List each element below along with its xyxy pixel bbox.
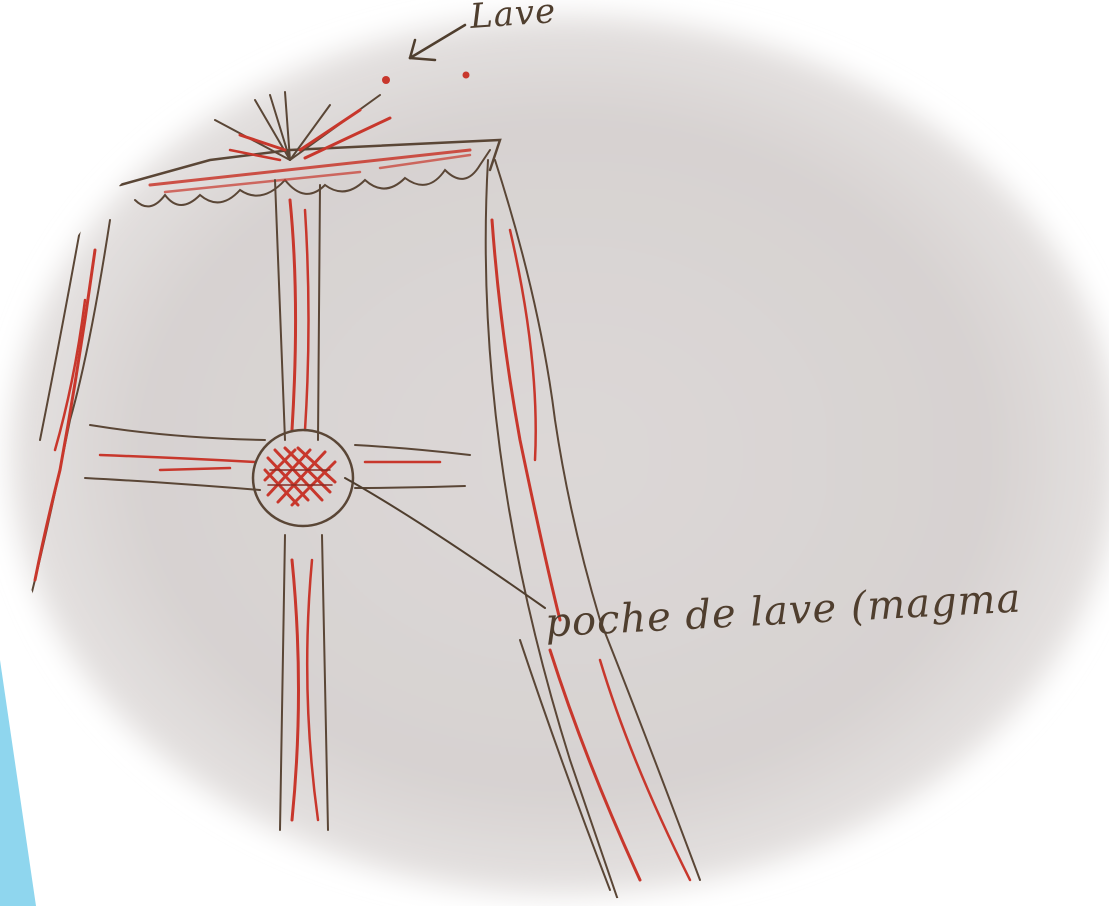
lave-label: Lave <box>469 0 558 37</box>
paper-oval <box>10 15 1109 895</box>
